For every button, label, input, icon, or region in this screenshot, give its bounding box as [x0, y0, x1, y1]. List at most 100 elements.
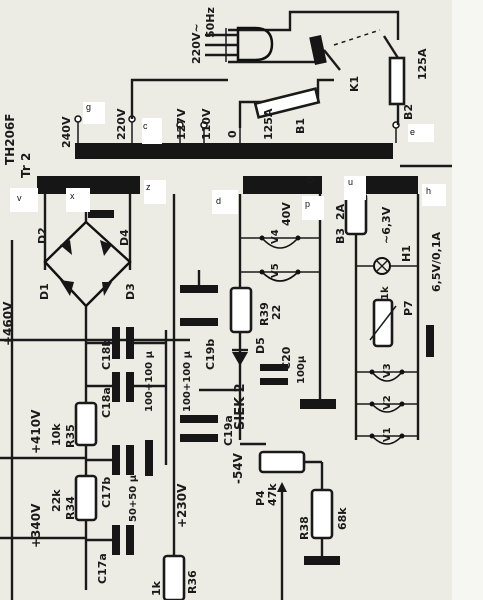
- lamp-rating-label: 6,5V/0,1A: [430, 231, 443, 292]
- ground-symbol-r38: [304, 556, 340, 565]
- fuse-b2-label: B2: [402, 104, 415, 120]
- zener-label: SIEK 2: [233, 383, 248, 430]
- model-label: TH206F: [3, 114, 17, 165]
- tube-v3-label: V3: [382, 363, 393, 378]
- tag-x: x: [70, 191, 75, 201]
- resistor-r34: [74, 474, 98, 522]
- mains-plug-icon: [205, 26, 274, 62]
- cap-c17b-label: C17b: [100, 477, 113, 508]
- tag-box-v: [10, 188, 38, 212]
- ground-symbol-mid: [300, 399, 336, 409]
- resistor-r36: [162, 554, 186, 600]
- lamp-h1-icon: [356, 257, 418, 275]
- tap-0-label: 0: [226, 130, 239, 138]
- diode-d3-label: D3: [124, 283, 137, 300]
- resistor-r35-label: R35: [64, 424, 77, 448]
- capacitor-c17a: [86, 525, 134, 555]
- transformer-label: Tr 2: [19, 153, 33, 178]
- cap-c20-label: C20: [280, 346, 293, 370]
- relay-k1-label: K1: [348, 76, 361, 92]
- fuse-b1-label: B1: [294, 118, 307, 134]
- transformer-primary-core: [75, 143, 393, 159]
- resistor-r38: [310, 488, 334, 540]
- resistor-r39-label: R39: [258, 302, 271, 326]
- diode-d5-label: D5: [254, 337, 267, 354]
- tag-box-e: [408, 124, 434, 142]
- fuse-b2: [388, 56, 406, 106]
- capacitor-c20: [260, 364, 288, 385]
- fuse-b3-value: 2A: [334, 203, 347, 220]
- tag-box-c: [142, 118, 162, 144]
- tap-secondary-0-label: 0: [304, 176, 317, 184]
- capacitor-c18b: [86, 327, 166, 359]
- tube-v1-label: V1: [382, 427, 393, 442]
- heater-voltage-label: ~6,3V: [380, 206, 393, 244]
- tube-v1: [356, 433, 418, 445]
- fuse-b3-label: B3: [334, 228, 347, 244]
- transformer-secondary-core-mid: [243, 176, 322, 194]
- wiper-arrow-icon: [277, 482, 287, 492]
- cap-c17a-label: C17a: [96, 553, 109, 584]
- tag-box-z: [144, 180, 166, 204]
- capacitor-c19a: [180, 388, 240, 442]
- lamp-h1-label: H1: [400, 245, 413, 262]
- mains-voltage-label: 220V~: [190, 23, 203, 64]
- tag-box-x: [66, 188, 90, 212]
- diode-d1-label: D1: [38, 283, 51, 300]
- resistor-r34-value: 22k: [50, 489, 63, 512]
- transformer-secondary-core-left: [37, 176, 140, 194]
- tube-v2-label: V2: [382, 395, 393, 410]
- tap-110v-label: 110V: [200, 108, 213, 140]
- resistor-r39: [229, 286, 253, 334]
- potentiometer-p7-value: 1k: [380, 286, 391, 300]
- ground-symbol-heater: [426, 325, 434, 357]
- resistor-r38-value: 68k: [336, 507, 349, 530]
- potentiometer-p4-label: P4: [254, 490, 267, 506]
- resistor-r39-value: 22: [270, 305, 283, 320]
- cap-c19a-label: C19a: [222, 415, 235, 446]
- tag-box-g: [83, 102, 105, 124]
- fuse-b2-value: 125A: [416, 48, 429, 80]
- tube-v4: [240, 235, 320, 249]
- diode-d4-label: D4: [118, 229, 131, 246]
- tag-box-h: [422, 184, 446, 206]
- cap-c18-value: 100+100 µ: [144, 350, 155, 412]
- resistor-r35: [74, 401, 98, 447]
- tube-v4-label: V4: [270, 229, 281, 244]
- tag-c: c: [143, 121, 148, 131]
- rail-230v-label: +230V: [175, 483, 189, 528]
- tap-40v-label: 40V: [280, 202, 293, 226]
- rail-minus54v-label: -54V: [231, 452, 245, 484]
- mains-frequency-label: 50Hz: [204, 7, 217, 38]
- cap-c19b-label: C19b: [204, 339, 217, 370]
- cap-c18b-label: C18b: [100, 339, 113, 370]
- resistor-r36-value: 1k: [150, 580, 163, 596]
- tag-g: g: [86, 102, 91, 112]
- tag-z: z: [146, 182, 151, 192]
- rectifier-bridge: [43, 194, 132, 590]
- tag-box-p: [302, 196, 324, 220]
- tube-v2: [356, 401, 418, 413]
- capacitor-c17b: [86, 440, 153, 476]
- rail-460v-label: +460V: [1, 301, 15, 346]
- rail-410v-label: +410V: [29, 409, 43, 454]
- tag-v: v: [17, 193, 22, 203]
- cap-c17b-value: 50+50 µ: [128, 474, 139, 522]
- tag-d: d: [216, 196, 221, 206]
- potentiometer-p7-label: P7: [402, 300, 415, 316]
- tap-240v-label: 240V: [60, 116, 73, 148]
- rail-340v-label: +340V: [29, 503, 43, 548]
- tap-220v-label: 220V: [115, 108, 128, 140]
- tube-v5-label: V5: [270, 263, 281, 278]
- fuse-b1: [253, 87, 321, 119]
- cap-c20-value: 100µ: [296, 355, 307, 384]
- resistor-r36-label: R36: [186, 570, 199, 594]
- potentiometer-p4: [258, 450, 306, 474]
- tap-127v-label: 127V: [175, 108, 188, 140]
- tag-u: u: [348, 177, 353, 187]
- tag-e: e: [410, 127, 415, 137]
- capacitor-c18a: [86, 372, 166, 402]
- resistor-r34-label: R34: [64, 496, 77, 520]
- diode-d2-label: D2: [36, 227, 49, 244]
